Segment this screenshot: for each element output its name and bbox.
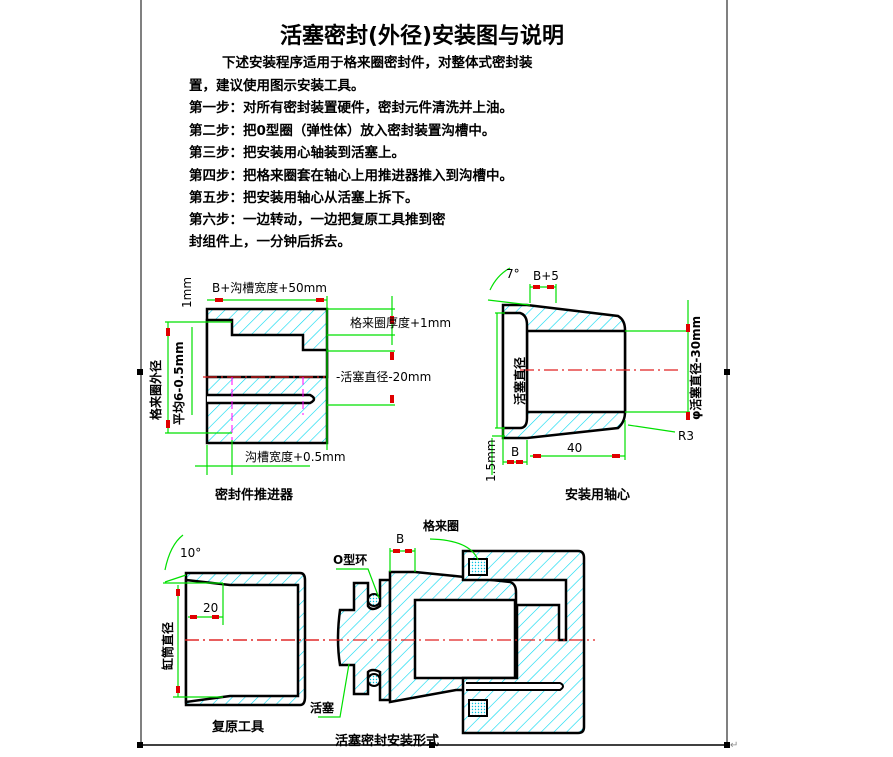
label-b: B [511, 445, 519, 459]
paragraph-line: 第五步：把安装用轴心从活塞上拆下。 [189, 189, 419, 206]
figure-seal-pusher: B+沟槽宽度+50mm 1mm 格来圈厚度+1mm -活塞直径-20mm 沟槽宽… [148, 277, 451, 503]
paragraph-mark: ↵ [730, 740, 738, 751]
label-piston-diameter: 活塞直径 [512, 357, 527, 405]
paragraph-line: 第四步：把格来圈套在轴心上用推进器推入到沟槽中。 [189, 167, 513, 184]
label-b-plus-5: B+5 [533, 269, 559, 283]
resize-handle[interactable] [429, 742, 435, 748]
label-piston-diameter: -活塞直径-20mm [336, 369, 431, 384]
label-angle-7: 7° [506, 267, 520, 281]
paragraph-line: 第六步：一边转动，一边把复原工具推到密 [189, 211, 446, 228]
label-length-40: 40 [567, 441, 582, 455]
figure-installation-assembly: B 格来圈 O型环 活塞 活塞密封安装形式 [185, 518, 595, 749]
label-ring-thickness: 格来圈厚度+1mm [350, 315, 451, 330]
resize-handle[interactable] [137, 369, 143, 375]
label-bore-diameter: 缸筒直径 [160, 622, 175, 670]
document-title: 活塞密封(外径)安装图与说明 [280, 23, 564, 49]
figure-mounting-mandrel: 7° B+5 φ活塞直径-30mm 活塞直径 1.5mm B 40 R3 安装用… [484, 267, 703, 503]
paragraph-line: 第一步：对所有密封装置硬件，密封元件清洗并上油。 [189, 99, 513, 116]
label-radius: R3 [678, 429, 694, 443]
paragraph-line: 封组件上，一分钟后拆去。 [189, 233, 351, 250]
figure-caption: 密封件推进器 [214, 487, 294, 503]
label-top-width: B+沟槽宽度+50mm [212, 280, 327, 295]
figure-caption: 复原工具 [211, 719, 264, 735]
paragraph-line: 置，建议使用图示安装工具。 [189, 77, 365, 94]
label-b: B [396, 532, 404, 546]
figure-reset-tool: 10° 20 缸筒直径 复原工具 [160, 534, 330, 735]
label-bore-diameter: φ活塞直径-30mm [688, 316, 703, 420]
paragraph-line: 第二步：把0型圈（弹性体）放入密封装置沟槽中。 [189, 122, 495, 139]
label-1mm: 1mm [180, 277, 194, 308]
paragraph-line: 下述安装程序适用于格来圈密封件，对整体式密封装 [222, 54, 533, 71]
resize-handle[interactable] [724, 369, 730, 375]
paragraph-line: 第三步：把安装用心轴装到活塞上。 [189, 144, 405, 161]
label-ring-od: 格来圈外径 [148, 360, 163, 420]
label-average: 平均6-0.5mm [171, 341, 186, 425]
figure-caption: 活塞密封安装形式 [335, 733, 439, 749]
figure-caption: 安装用轴心 [565, 487, 630, 503]
label-glyd-ring: 格来圈 [423, 518, 459, 533]
label-piston: 活塞 [310, 700, 335, 715]
label-o-ring: O型环 [333, 552, 367, 567]
label-length-20: 20 [203, 601, 218, 615]
resize-handle[interactable] [137, 742, 143, 748]
image-selection-frame[interactable]: ↵ [137, 0, 738, 751]
label-1-5mm: 1.5mm [484, 440, 498, 482]
instructions: 下述安装程序适用于格来圈密封件，对整体式密封装 置，建议使用图示安装工具。 第一… [189, 54, 533, 250]
label-groove-width: 沟槽宽度+0.5mm [245, 449, 346, 464]
resize-handle[interactable] [724, 742, 730, 748]
label-angle-10: 10° [180, 546, 201, 560]
